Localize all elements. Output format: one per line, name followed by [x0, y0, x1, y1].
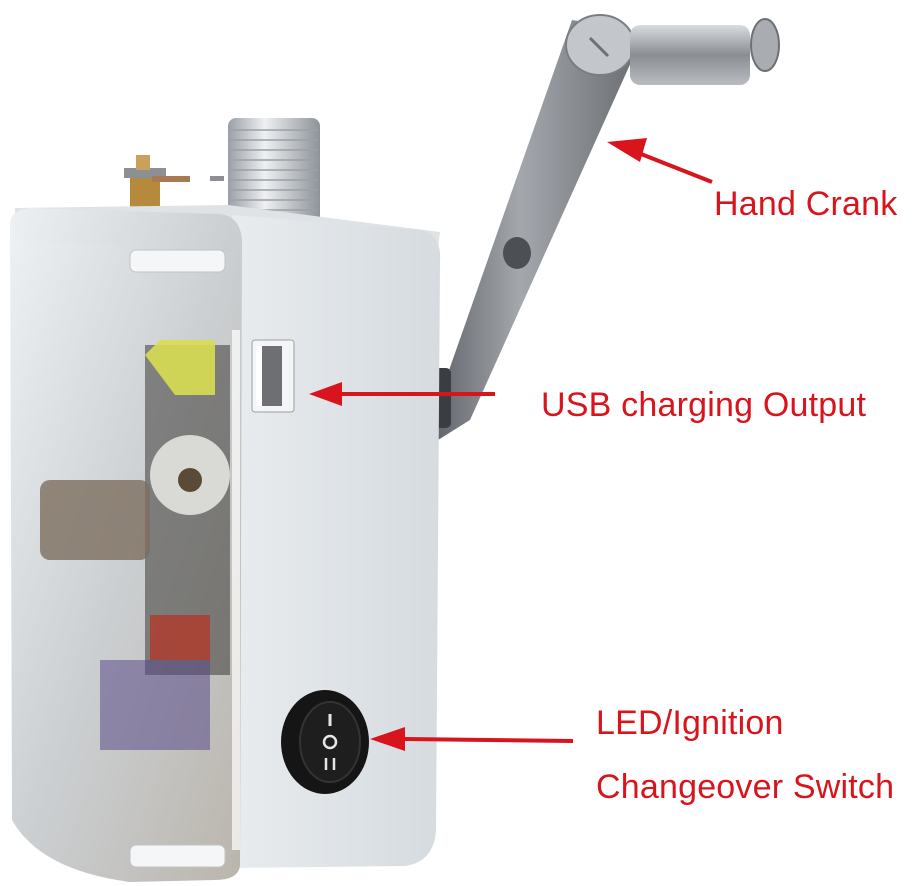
- rocker-switch: [281, 690, 369, 794]
- arrow-switch: [370, 727, 574, 751]
- hand-crank: [428, 14, 780, 440]
- label-hand-crank: Hand Crank: [714, 185, 898, 223]
- label-switch-line1: LED/Ignition: [596, 704, 784, 742]
- arrow-usb-output: [309, 382, 495, 406]
- rotary-knob: [228, 118, 320, 228]
- label-usb-output: USB charging Output: [541, 386, 867, 424]
- usb-port: [251, 339, 295, 413]
- enclosure: [10, 208, 441, 882]
- arrow-hand-crank: [607, 138, 713, 184]
- label-switch-line2: Changeover Switch: [596, 768, 895, 806]
